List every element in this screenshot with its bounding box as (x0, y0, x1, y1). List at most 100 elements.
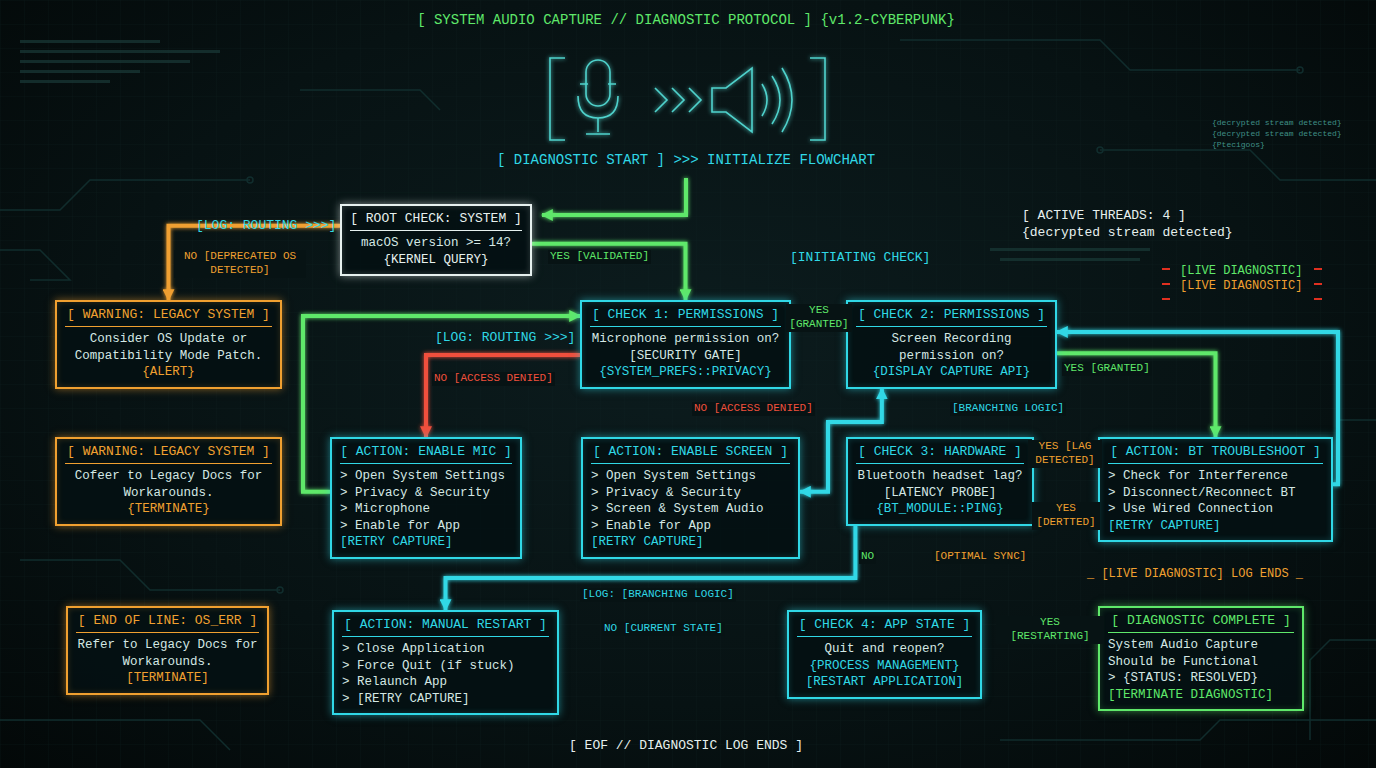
box-text: Refer to Legacy Docs for Workarounds. (76, 637, 259, 670)
check-box: [ WARNING: LEGACY SYSTEM ] Cofeer to Lega… (55, 437, 282, 526)
edge-label: YES [GRANTED] (786, 304, 852, 332)
box-heading: [ CHECK 1: PERMISSIONS ] (590, 306, 781, 327)
flow-connector (532, 244, 686, 300)
flow-connector (943, 389, 947, 437)
box-text: {DISPLAY CAPTURE API} (856, 364, 1047, 381)
log-label: {Ptecigoos} (1212, 140, 1265, 149)
box-text: Consider OS Update or Compatibility Mode… (65, 331, 272, 364)
box-text: > Open System Settings (591, 468, 790, 485)
action-box: [ ACTION: BT TROUBLESHOOT ] > Check for I… (1098, 437, 1333, 542)
box-text: > Enable for App (591, 518, 790, 535)
box-text: > Close Application (342, 641, 549, 658)
box-text: > [RETRY CAPTURE] (342, 691, 549, 708)
box-heading: [ END OF LINE: OS_ERR ] (76, 612, 259, 633)
box-heading: [ WARNING: LEGACY SYSTEM ] (65, 443, 272, 464)
box-text: > {STATUS: RESOLVED} (1108, 670, 1294, 687)
box-text: Should be Functional (1108, 654, 1294, 671)
box-text: > Force Quit (if stuck) (342, 658, 549, 675)
box-heading: [ CHECK 3: HARDWARE ] (856, 443, 1024, 464)
log-label: [LIVE DIAGNOSTIC] (1180, 279, 1302, 293)
box-text: [TERMINATE] (76, 670, 259, 687)
box-text: {TERMINATE} (65, 501, 272, 518)
box-text: Screen Recording permission on? (856, 331, 1047, 364)
box-text: > Relaunch App (342, 674, 549, 691)
flow-connector (791, 342, 846, 346)
box-text: > Privacy & Security (340, 485, 512, 502)
edge-label: [OPTIMAL SYNC] (932, 550, 1028, 564)
box-text: [RETRY CAPTURE] (340, 534, 512, 551)
box-text: > Use Wired Connection (1108, 501, 1323, 518)
log-label: [LOG: ROUTING >>>] (196, 218, 336, 233)
box-text: Quit and reopen? (797, 641, 972, 658)
box-text: > Screen & System Audio (591, 501, 790, 518)
check-box: [ CHECK 4: APP STATE ] Quit and reopen?{P… (787, 610, 982, 699)
log-label: [ DIAGNOSTIC START ] >>> INITIALIZE FLOW… (497, 152, 875, 168)
flow-connector (1034, 478, 1098, 482)
box-text: > Open System Settings (340, 468, 512, 485)
flow-connector (167, 526, 171, 606)
box-text: > Enable for App (340, 518, 512, 535)
flow-connector (169, 226, 341, 300)
box-heading: [ WARNING: LEGACY SYSTEM ] (65, 306, 272, 327)
flow-connector (982, 657, 1098, 661)
action-box: [ ACTION: ENABLE SCREEN ] > Open System S… (581, 437, 800, 559)
edge-label: [LOG: [BRANCHING LOGIC] (580, 588, 736, 602)
check-box: [ CHECK 2: PERMISSIONS ] Screen Recording… (846, 300, 1057, 389)
flow-connector (1034, 494, 1098, 498)
edge-label: NO [DEPRECATED OS DETECTED] (174, 250, 306, 278)
box-text: System Audio Capture (1108, 637, 1294, 654)
action-box: [ ACTION: ENABLE MIC ] > Open System Sett… (330, 437, 522, 559)
edge-label: YES [DERTTED] (1032, 502, 1100, 530)
box-heading: [ ACTION: BT TROUBLESHOOT ] (1108, 443, 1323, 464)
flow-connector (1057, 353, 1216, 437)
diagram-title: [ SYSTEM AUDIO CAPTURE // DIAGNOSTIC PRO… (417, 12, 955, 28)
edge-label: NO (859, 550, 876, 564)
box-text: [RETRY CAPTURE] (1108, 518, 1323, 535)
edge-label: NO [CURRENT STATE] (602, 622, 725, 636)
box-text: [TERMINATE DIAGNOSTIC] (1108, 687, 1294, 704)
box-heading: [ ROOT CHECK: SYSTEM ] (350, 210, 522, 231)
box-heading: [ ACTION: ENABLE SCREEN ] (591, 443, 790, 464)
flow-connector (885, 526, 889, 610)
flow-connector (167, 389, 171, 437)
flow-connector (559, 643, 787, 647)
edge-label: NO [ACCESS DENIED] (692, 402, 815, 416)
check-box: [ CHECK 1: PERMISSIONS ]Microphone permi… (580, 300, 791, 389)
box-text: {ALERT} (65, 364, 272, 381)
box-text: {SYSTEM_PREFS::PRIVACY} (590, 364, 781, 381)
box-text: [RESTART APPLICATION] (797, 674, 972, 691)
box-text: > Check for Interference (1108, 468, 1323, 485)
box-heading: [ CHECK 2: PERMISSIONS ] (856, 306, 1047, 327)
check-box: [ CHECK 3: HARDWARE ]Bluetooth headset l… (846, 437, 1034, 526)
box-text: {BT_MODULE::PING} (856, 501, 1024, 518)
footer-caption: [ EOF // DIAGNOSTIC LOG ENDS ] (569, 738, 803, 753)
box-text: > Privacy & Security (591, 485, 790, 502)
log-label: [INITIATING CHECK] (790, 250, 930, 265)
box-heading: [ CHECK 4: APP STATE ] (797, 616, 972, 637)
edge-label: [BRANCHING LOGIC] (950, 402, 1066, 416)
action-box: [ DIAGNOSTIC COMPLETE ]System Audio Capt… (1098, 606, 1304, 711)
box-text: {PROCESS MANAGEMENT} (797, 658, 972, 675)
action-box: [ ACTION: MANUAL RESTART ] > Close Applic… (332, 610, 559, 715)
log-label: {decrypted stream detected} (1212, 118, 1342, 127)
box-text: [RETRY CAPTURE] (591, 534, 790, 551)
flow-connector (684, 389, 688, 437)
flow-connector (426, 355, 580, 437)
box-text: macOS version >= 14? (350, 235, 522, 252)
edge-label: YES [LAG DETECTED] (1028, 440, 1102, 468)
box-text: {KERNEL QUERY} (350, 252, 522, 269)
flow-connector (925, 526, 929, 610)
log-label: {decrypted stream detected} (1022, 225, 1233, 240)
box-text: Cofeer to Legacy Docs for Workarounds. (65, 468, 272, 501)
box-heading: [ ACTION: MANUAL RESTART ] (342, 616, 549, 637)
edge-label: YES [VALIDATED] (548, 250, 651, 264)
box-heading: [ ACTION: ENABLE MIC ] (340, 443, 512, 464)
edge-label: YES [GRANTED] (1062, 362, 1152, 376)
check-box: [ WARNING: LEGACY SYSTEM ] Consider OS Up… (55, 300, 282, 389)
log-label: [ ACTIVE THREADS: 4 ] (1022, 208, 1186, 223)
log-label: {decrypted stream detected} (1212, 129, 1342, 138)
edge-label: NO [ACCESS DENIED] (432, 372, 555, 386)
box-text: > Microphone (340, 501, 512, 518)
log-label: _ [LIVE DIAGNOSTIC] LOG ENDS _ (1087, 567, 1303, 581)
